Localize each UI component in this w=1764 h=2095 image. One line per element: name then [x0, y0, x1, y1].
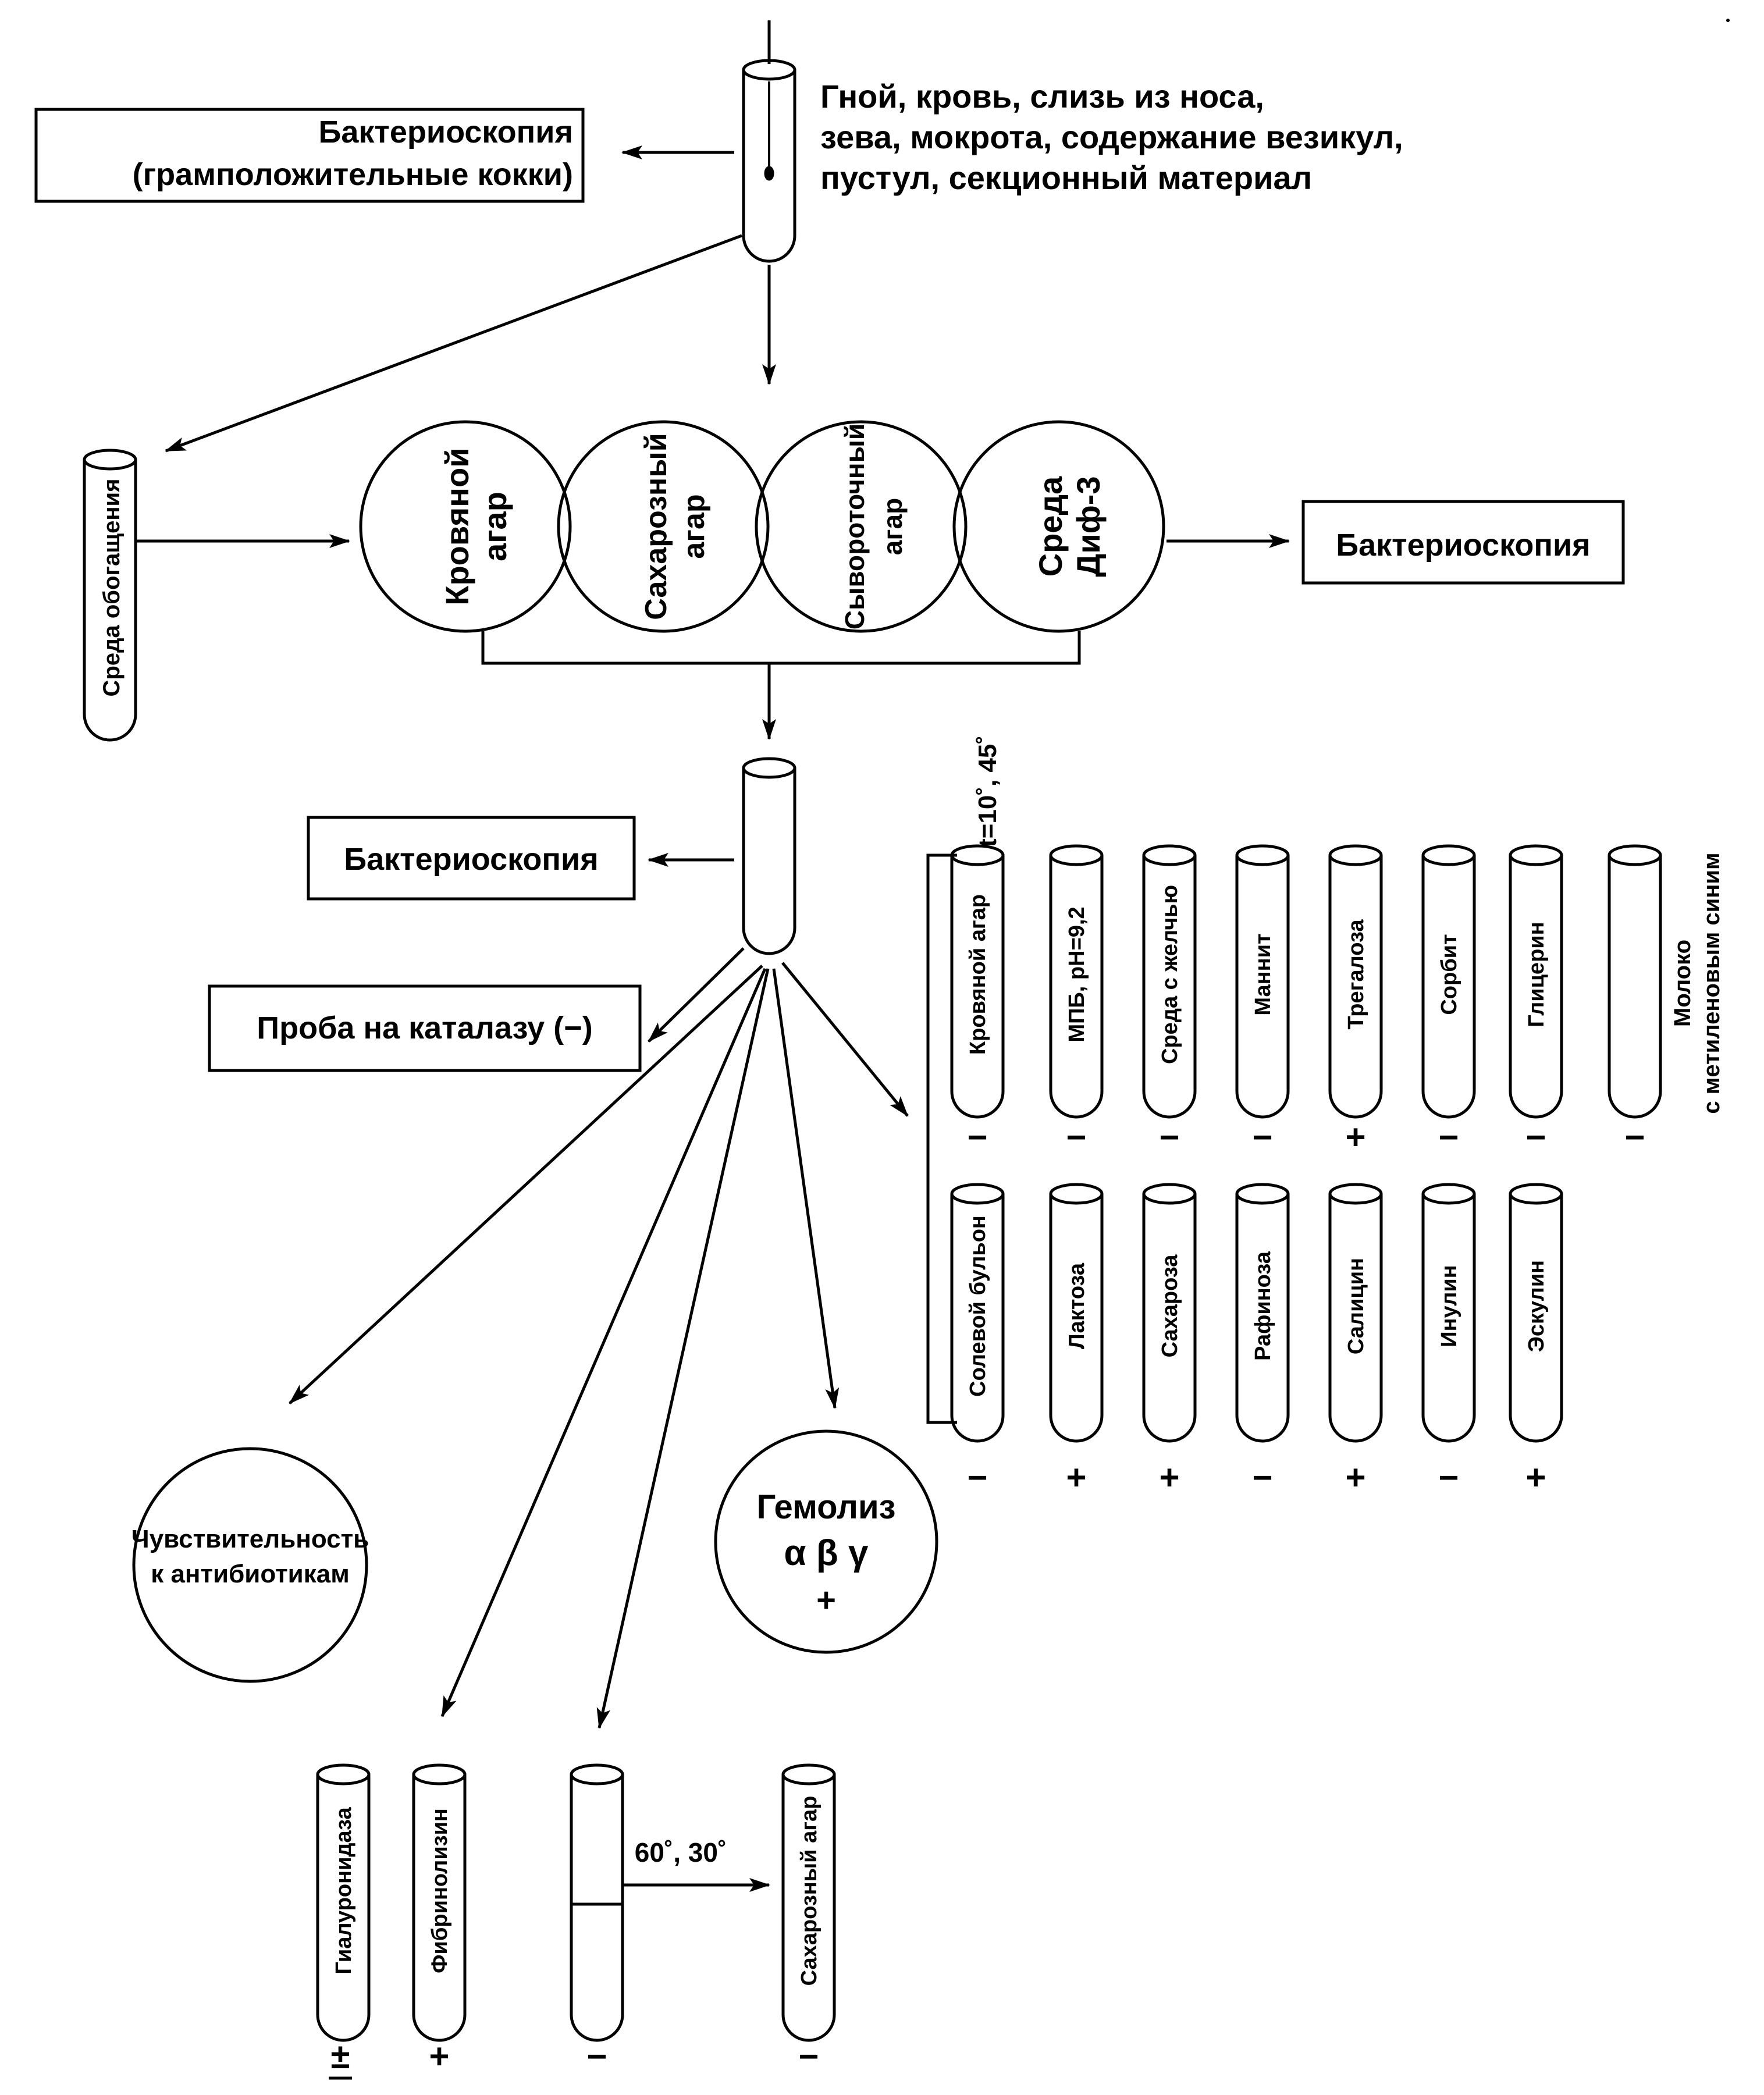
row2-tube-6-result: −	[1438, 1458, 1459, 1497]
row1-tube-1-result: −	[967, 1118, 987, 1157]
row1-tube-2-result: −	[1066, 1118, 1086, 1157]
row1-tube-5-label: Трегалоза	[1344, 919, 1368, 1030]
bacterioscopy-top-line-1: Бактериоскопия	[319, 115, 573, 150]
row1-tube-3-result: −	[1159, 1118, 1179, 1157]
milk-label-line-1: Молоко	[1670, 940, 1695, 1027]
row1-tube-2-label: МПБ, pH=9,2	[1065, 906, 1089, 1042]
plate-1-line-1: Кровяной	[439, 447, 475, 605]
scan-dot	[1726, 19, 1730, 22]
plates-bracket	[481, 631, 1081, 665]
hemolysis-line-1: Гемолиз	[757, 1488, 896, 1526]
arrow-to-enrichment	[165, 234, 742, 453]
enrichment-medium-label: Среда обогащения	[99, 479, 125, 697]
row1-tube-7-result: −	[1525, 1118, 1546, 1157]
antibiotic-sensitivity-circle	[132, 1447, 368, 1683]
arrow-to-heat-tube	[596, 968, 770, 1729]
bottom-tube-1-result: ±	[331, 2037, 350, 2076]
row2-tube-5-label: Салицин	[1344, 1258, 1368, 1354]
catalase-test-box	[208, 984, 642, 1072]
row2-tube-4-result: −	[1252, 1458, 1272, 1497]
row1-tube-3-label: Среда с желчью	[1158, 885, 1182, 1064]
row2-tube-1-label: Солевой бульон	[966, 1215, 990, 1397]
row2-tube-4-label: Рафиноза	[1251, 1251, 1275, 1361]
row1-tube-1-label: Кровяной агар	[966, 894, 990, 1055]
bacterioscopy-right-box	[1301, 500, 1625, 585]
bottom-tube-3-result: −	[586, 2037, 607, 2076]
plate-serum-agar	[755, 420, 968, 633]
row1-tubes	[950, 844, 1662, 1119]
bacterioscopy-right-label: Бактериоскопия	[1336, 528, 1590, 563]
row2-tube-6-label: Инулин	[1437, 1265, 1461, 1347]
bacterioscopy-top-line-2: (грамположительные кокки)	[133, 157, 573, 192]
bottom-tube-2-label: Фибринолизин	[428, 1808, 452, 1973]
bottom-tube-4-result: −	[798, 2037, 819, 2076]
sensitivity-line-1: Чувствительность	[131, 1525, 369, 1553]
row2-tube-7-result: +	[1525, 1458, 1546, 1497]
plate-3-line-2: агар	[877, 498, 908, 555]
arrow-to-hemolysis	[772, 968, 840, 1409]
bottom-tube-1-label: Гиалуронидаза	[332, 1806, 356, 1974]
milk-label-line-2: с метиленовым синим	[1699, 852, 1724, 1114]
arrow-to-fibrinolysin	[440, 968, 767, 1717]
bacterioscopy-top-box	[34, 108, 585, 203]
row2-tube-2-result: +	[1066, 1458, 1086, 1497]
sensitivity-line-2: к антибиотикам	[151, 1560, 350, 1588]
catalase-test-label: Проба на каталазу (−)	[257, 1011, 592, 1045]
specimen-tube	[742, 20, 796, 263]
culture-tube	[742, 757, 796, 955]
arrow-to-sensitivity	[289, 965, 763, 1404]
row2-tube-7-label: Эскулин	[1524, 1260, 1549, 1352]
arrow-to-biochem-tubes	[781, 962, 909, 1117]
specimen-line-3: пустул, секционный материал	[820, 159, 1312, 196]
row1-tube-8-result: −	[1624, 1118, 1645, 1157]
biochem-bracket	[926, 853, 957, 1424]
plate-sucrose-agar	[557, 420, 770, 633]
row1-tube-6-label: Сорбит	[1437, 934, 1461, 1015]
specimen-line-2: зева, мокрота, содержание везикул,	[820, 119, 1403, 155]
hemolysis-line-2: α β γ	[784, 1533, 869, 1573]
bottom-tube-2-result: +	[429, 2037, 449, 2076]
row2-tube-3-label: Сахароза	[1158, 1254, 1182, 1358]
bottom-tube-4-label: Сахарозный агар	[797, 1796, 821, 1986]
row1-tube-4-label: Маннит	[1251, 933, 1275, 1015]
row2-tube-3-result: +	[1159, 1458, 1179, 1497]
row1-tube-4-result: −	[1252, 1118, 1272, 1157]
plate-2-line-2: агар	[677, 494, 711, 559]
row2-tube-5-result: +	[1345, 1458, 1365, 1497]
row2-tubes	[950, 1183, 1563, 1443]
arrow-to-catalase	[648, 947, 745, 1043]
row2-tube-1-result: −	[967, 1458, 987, 1497]
enrichment-medium-tube	[83, 449, 137, 742]
specimen-line-1: Гной, кровь, слизь из носа,	[820, 78, 1264, 115]
plate-4-line-2: Диф-3	[1070, 476, 1107, 577]
row2-tube-2-label: Лактоза	[1065, 1262, 1089, 1349]
incubation-label: t=10˚, 45˚	[973, 735, 1002, 847]
plate-3-line-1: Сывороточный	[840, 424, 870, 629]
bacterioscopy-mid-box	[307, 816, 636, 901]
heat-label: 60˚, 30˚	[635, 1837, 727, 1868]
bottom-tubes	[316, 1763, 836, 2042]
hemolysis-circle	[714, 1429, 938, 1654]
plate-blood-agar	[359, 420, 572, 633]
row1-tube-6-result: −	[1438, 1118, 1459, 1157]
hemolysis-line-3: +	[816, 1581, 836, 1619]
plate-2-line-1: Сахарозный	[639, 433, 673, 620]
row1-tube-5-result: +	[1345, 1118, 1365, 1157]
plate-4-line-1: Среда	[1032, 476, 1069, 577]
row1-tube-7-label: Глицерин	[1524, 922, 1549, 1027]
plate-1-line-2: агар	[476, 492, 513, 561]
plate-dif3-medium	[952, 420, 1165, 633]
bacterioscopy-mid-label: Бактериоскопия	[344, 842, 598, 877]
